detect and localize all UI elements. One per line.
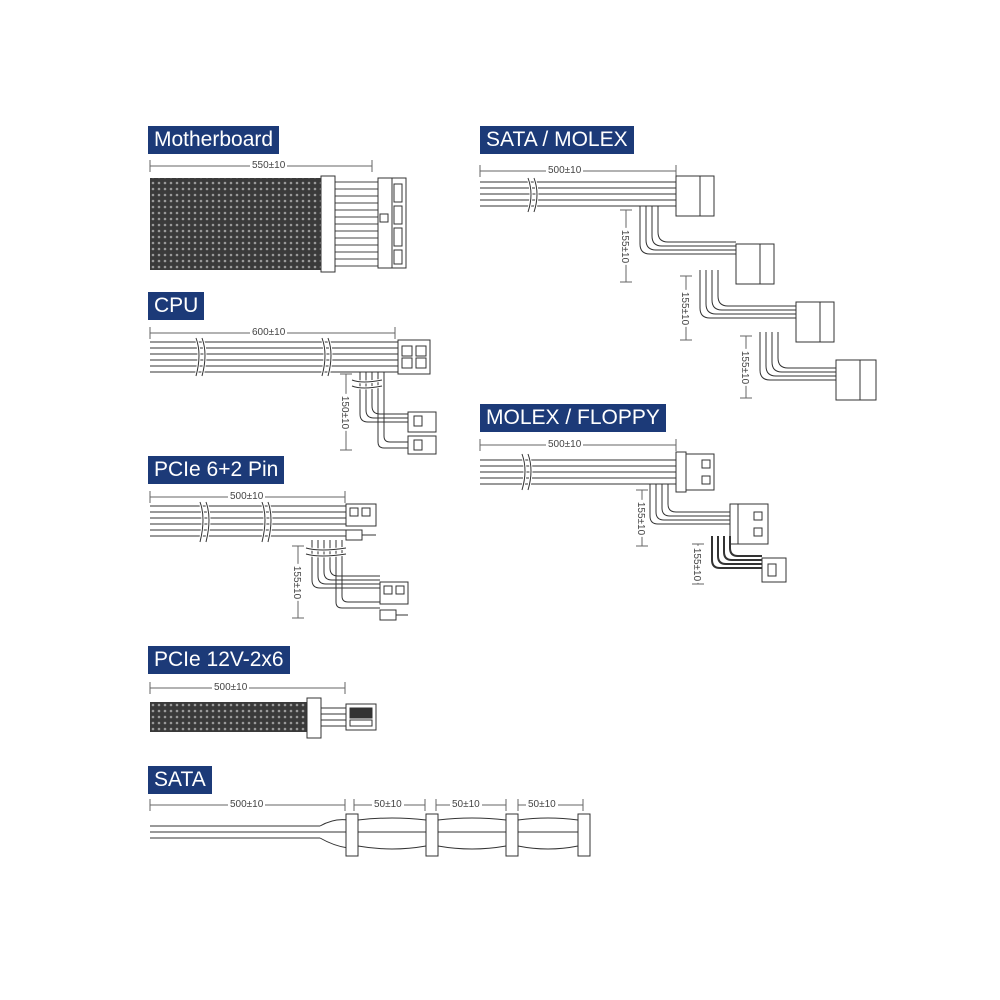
sata-cable bbox=[149, 799, 591, 857]
pcie12v-cable bbox=[149, 682, 377, 739]
sata-molex-title: SATA / MOLEX bbox=[480, 126, 634, 154]
pcie62-length: 500±10 bbox=[228, 491, 266, 502]
sata-molex-spacing-3: 155±10 bbox=[739, 348, 751, 387]
pcie62-branch-length: 155±10 bbox=[291, 563, 303, 602]
molex-floppy-title: MOLEX / FLOPPY bbox=[480, 404, 666, 432]
cpu-cable bbox=[149, 327, 437, 455]
sata-spacing-2: 50±10 bbox=[450, 799, 482, 810]
cpu-title: CPU bbox=[148, 292, 205, 320]
motherboard-title: Motherboard bbox=[148, 126, 280, 154]
pcie62-title: PCIe 6+2 Pin bbox=[148, 456, 285, 484]
sata-molex-cable bbox=[479, 165, 877, 401]
molex-floppy-cable bbox=[479, 439, 787, 585]
molex-floppy-length: 500±10 bbox=[546, 439, 584, 450]
pcie12v-title: PCIe 12V-2x6 bbox=[148, 646, 290, 674]
pcie12v-length: 500±10 bbox=[212, 682, 250, 693]
cpu-length: 600±10 bbox=[250, 327, 288, 338]
sata-spacing-3: 50±10 bbox=[526, 799, 558, 810]
pcie62-cable bbox=[149, 491, 409, 621]
cpu-branch-length: 150±10 bbox=[339, 393, 351, 432]
sata-molex-length: 500±10 bbox=[546, 165, 584, 176]
sata-molex-spacing-2: 155±10 bbox=[679, 289, 691, 328]
molex-floppy-spacing-1: 155±10 bbox=[635, 499, 647, 538]
sata-length: 500±10 bbox=[228, 799, 266, 810]
sata-title: SATA bbox=[148, 766, 212, 794]
sata-spacing-1: 50±10 bbox=[372, 799, 404, 810]
motherboard-length: 550±10 bbox=[250, 160, 288, 171]
motherboard-cable bbox=[149, 160, 407, 273]
molex-floppy-spacing-2: 155±10 bbox=[691, 545, 703, 584]
sata-molex-spacing-1: 155±10 bbox=[619, 227, 631, 266]
